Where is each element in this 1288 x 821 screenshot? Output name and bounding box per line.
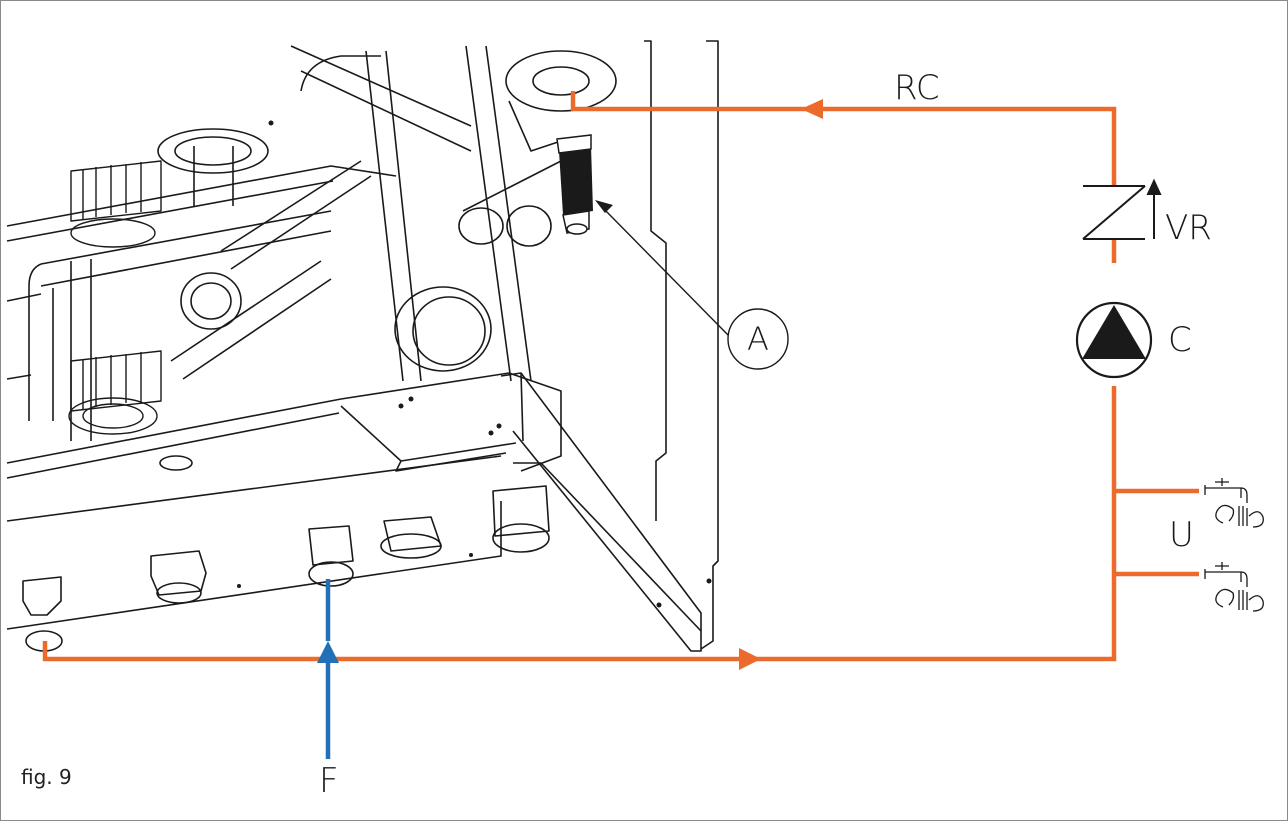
hot-water-circuit — [42, 91, 1199, 662]
tap-icon — [1204, 478, 1264, 528]
label-vr: VR — [1165, 208, 1212, 248]
callout-a-leader — [595, 200, 730, 337]
pump-icon — [1075, 301, 1153, 379]
figure-caption: fig. 9 — [21, 765, 72, 789]
cold-water-inlet — [317, 579, 339, 759]
flow-arrow-icon — [739, 648, 761, 670]
label-a: A — [747, 320, 769, 358]
flow-arrow-icon — [801, 99, 823, 119]
tap-icon — [1204, 562, 1264, 612]
label-rc: RC — [894, 68, 940, 108]
callout-a-circle — [727, 308, 789, 370]
boiler-hydraulic-unit-drawing — [6, 40, 719, 652]
label-u: U — [1169, 515, 1194, 555]
label-c: C — [1168, 320, 1192, 360]
drain-valve — [556, 134, 593, 235]
check-valve-icon — [1082, 178, 1162, 240]
label-f: F — [319, 761, 339, 801]
